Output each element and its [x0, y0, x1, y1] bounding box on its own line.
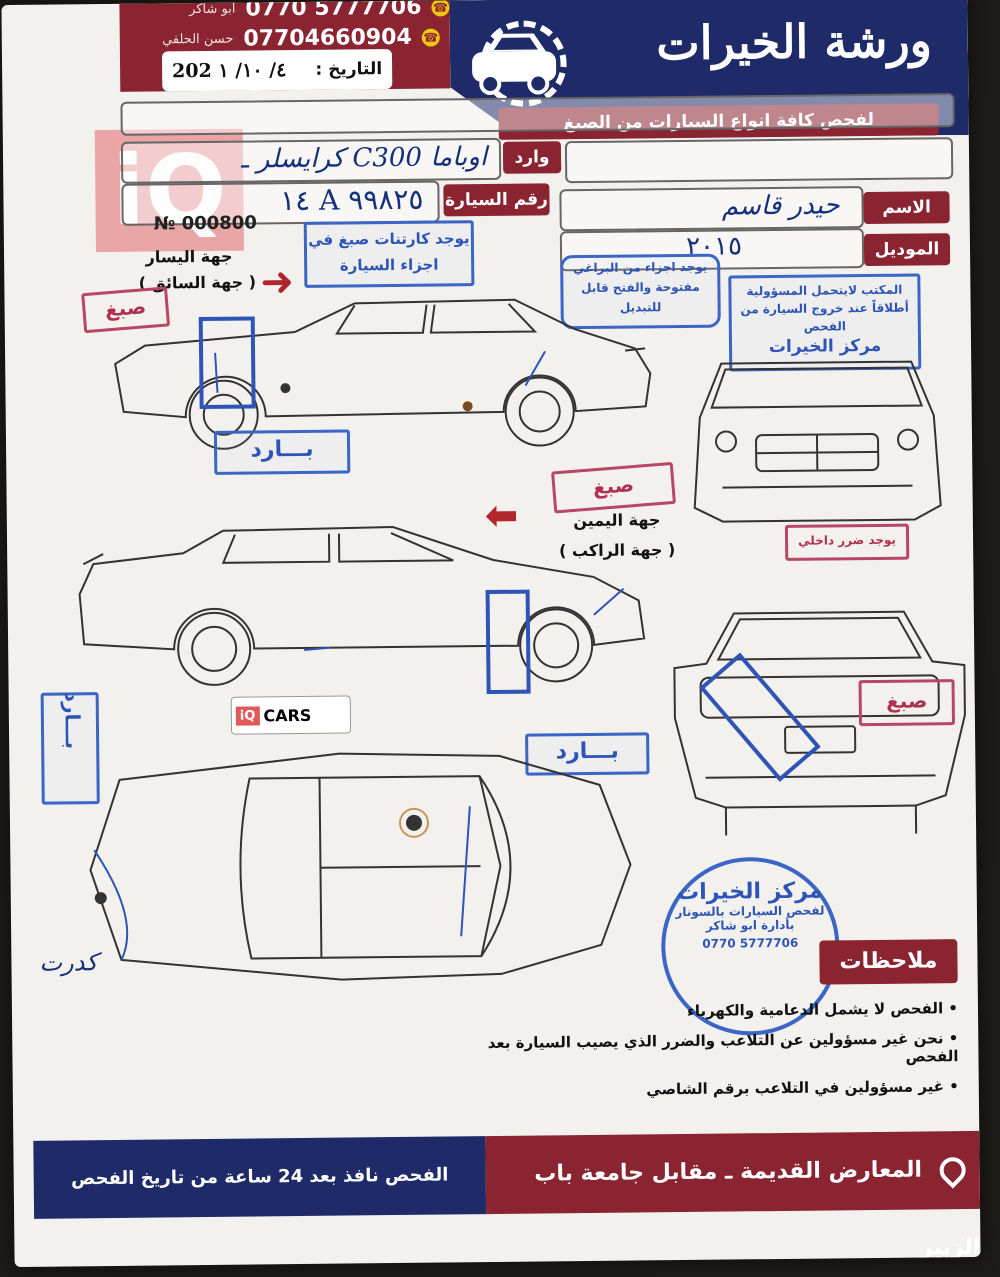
date-value: 202 ٤/ ١٠/ ١	[172, 59, 287, 83]
office-responsibility-text: المكتب لايتحمل المسؤولية أطلاقاً عند خرو…	[740, 282, 909, 334]
car-right-side-drawing	[78, 526, 646, 695]
paint-stamp-rear: صبغ	[858, 679, 956, 727]
serial-number: № 000800	[153, 212, 257, 235]
note-item-text: نحن غير مسؤولين عن التلاعب والضرر الذي ي…	[487, 1029, 959, 1066]
notes-list: • الفحص لا يشمل الدعامية والكهرباء • نحن…	[438, 999, 959, 1100]
phone-icon: ☎	[421, 28, 440, 47]
paint-stamp-right: صبغ	[551, 461, 676, 514]
plate-value: ١٤ A ٩٩٨٢٥	[279, 182, 424, 218]
inspection-sheet: ابو شاكر 0770 5777706 ☎ حسن الحلفي 07704…	[1, 0, 981, 1268]
top-view-handwriting: كدرت	[39, 948, 98, 977]
car-top-drawing	[89, 752, 632, 981]
phone1-number: 0770 5777706	[245, 0, 422, 22]
cold-stamp-top-text: بـــارد	[60, 691, 85, 750]
name-field: حيدر قاسم	[559, 186, 864, 232]
imported-label: وارد	[502, 141, 562, 174]
sonar-stamp-line2: لفحص السيارات بالسونار	[675, 903, 825, 920]
cold-stamp-top: بـــارد	[40, 691, 100, 805]
internal-damage-stamp: يوجد ضرر داخلي	[784, 523, 910, 561]
phone2-number: 07704660904	[243, 24, 412, 52]
footer-validity: الفحص نافذ بعد 24 ساعة من تاريخ الفحص	[33, 1136, 487, 1219]
imported-field: كرايسلر ـ C300 اوباما	[120, 137, 502, 184]
note-item: • الفحص لا يشمل الدعامية والكهرباء	[687, 999, 959, 1020]
date-box: التاريخ : 202 ٤/ ١٠/ ١	[161, 49, 393, 92]
car-gear-logo-icon	[472, 20, 567, 107]
footer-address-text: المعارض القديمة ـ مقابل جامعة باب الزبير	[534, 1157, 981, 1261]
cold-stamp-left: بـــارد	[213, 429, 351, 475]
sonar-stamp-line3: بأدارة ابو شاكر	[705, 917, 795, 933]
sonar-stamp-phone: 0770 5777706	[702, 935, 799, 951]
model-label: الموديل	[863, 233, 951, 267]
paint-stamp-left: صبغ	[81, 286, 171, 334]
paint-stamp-rear-text: صبغ	[886, 688, 928, 713]
plate-label: رقم السيارة	[443, 183, 550, 217]
imported-value: كرايسلر ـ C300 اوباما	[240, 142, 488, 175]
note-item-text: غير مسؤولين في التلاعب برقم الشاصي	[646, 1077, 945, 1099]
iq-logo-icon: iQ	[235, 705, 260, 726]
name-label: الاسم	[863, 191, 950, 225]
note-item: • نحن غير مسؤولين عن التلاعب والضرر الذي…	[487, 1029, 959, 1066]
left-side-label: جهة اليسار	[145, 246, 233, 267]
date-label: التاريخ :	[315, 59, 383, 80]
cars-label: CARS	[263, 705, 312, 725]
phone2-name: حسن الحلفي	[161, 31, 234, 48]
car-rear-drawing	[673, 610, 966, 836]
car-left-side-drawing	[114, 298, 652, 450]
iq-cars-badge: iQ CARS	[230, 695, 352, 735]
blank-field	[564, 137, 954, 184]
sonar-stamp-title: مركز الخيرات	[676, 878, 823, 906]
office-name-text: مركز الخيرات	[768, 335, 882, 358]
phone-icon: ☎	[431, 0, 450, 17]
footer-address: المعارض القديمة ـ مقابل جامعة باب الزبير	[485, 1130, 981, 1261]
car-front-drawing	[693, 360, 942, 523]
shop-name: ورشة الخيرات	[656, 13, 933, 71]
note-item: • غير مسؤولين في التلاعب برقم الشاصي	[646, 1077, 959, 1099]
note-item-text: الفحص لا يشمل الدعامية والكهرباء	[687, 999, 944, 1020]
name-value: حيدر قاسم	[721, 190, 840, 222]
cartonat-stamp: يوجد كارتنات صبغ في اجزاء السيارة	[303, 220, 475, 288]
arrow-right-icon: ➜	[260, 259, 295, 306]
notes-title: ملاحظات	[819, 939, 958, 985]
phone1-name: ابو شاكر	[189, 1, 236, 18]
location-pin-icon	[934, 1151, 972, 1189]
